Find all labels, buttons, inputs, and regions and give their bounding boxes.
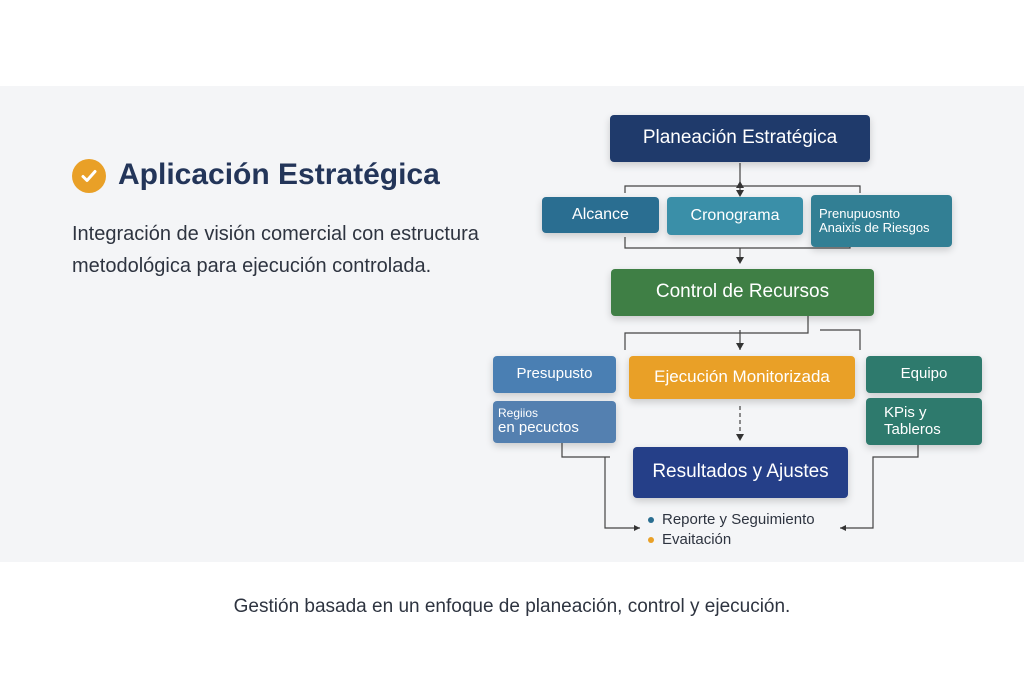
bullet-item: Reporte y Seguimiento	[648, 511, 815, 528]
riesgos-line-2: Anaixis de Riesgos	[819, 220, 930, 235]
reglios-line-2: en pecuctos	[498, 419, 579, 437]
section-title: Aplicación Estratégica	[118, 158, 440, 191]
bullet-dot-icon	[648, 537, 654, 544]
bullet-item: Evaitación	[648, 531, 731, 548]
reglios-line-1: Regiios	[498, 406, 539, 421]
check-circle-icon	[72, 159, 106, 193]
alcance-node: Alcance	[542, 197, 659, 233]
reglios-node: Regiios en pecuctos	[493, 401, 616, 443]
equipo-node: Equipo	[866, 356, 982, 393]
presupuesto-node: Presupusto	[493, 356, 616, 393]
cronograma-node: Cronograma	[667, 197, 803, 235]
resultados-node: Resultados y Ajustes	[633, 447, 848, 498]
ejecucion-node: Ejecución Monitorizada	[629, 356, 855, 399]
kpis-line-1: KPis y	[884, 404, 927, 421]
riesgos-node: Prenupuosnto Anaixis de Riesgos	[811, 195, 952, 247]
bullet-text: Reporte y Seguimiento	[662, 511, 815, 528]
bullet-text: Evaitación	[662, 531, 732, 548]
bullet-dot-icon	[648, 517, 654, 524]
control-node: Control de Recursos	[611, 269, 874, 316]
kpis-node: KPis y Tableros	[866, 398, 982, 445]
section-description: Integración de visión comercial con estr…	[72, 223, 479, 277]
content-band	[0, 86, 1024, 562]
kpis-line-2: Tableros	[884, 420, 941, 438]
riesgos-line-1: Prenupuosnto	[819, 205, 900, 221]
footer-text: Gestión basada en un enfoque de planeaci…	[233, 596, 791, 617]
planeacion-node: Planeación Estratégica	[610, 115, 870, 162]
